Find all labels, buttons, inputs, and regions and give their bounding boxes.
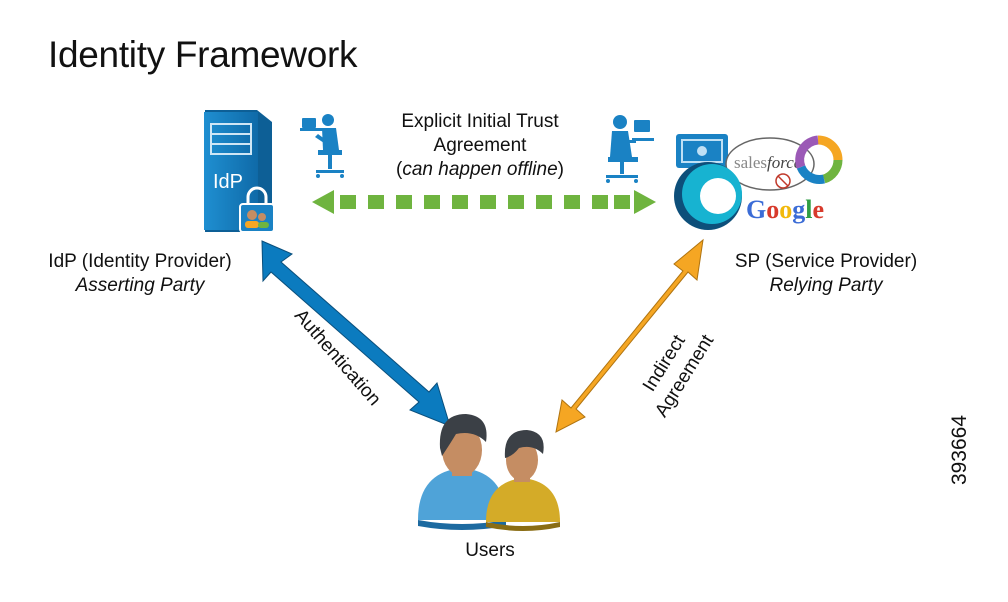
sp-role: Relying Party — [769, 275, 883, 296]
trust-offline-note: can happen offline — [402, 159, 558, 180]
svg-text:salesforce: salesforce — [734, 153, 802, 172]
google-logo: Google — [746, 195, 824, 224]
trust-arrow — [312, 190, 656, 214]
idp-server-text: IdP — [213, 171, 243, 193]
idp-server-icon: IdP — [204, 110, 275, 233]
trust-line-3: (can happen offline) — [396, 159, 564, 180]
idp-label: IdP (Identity Provider) Asserting Party — [20, 250, 260, 298]
svg-text:Google: Google — [746, 195, 824, 224]
idp-name: IdP (Identity Provider) — [48, 251, 232, 272]
trust-agreement-label: Explicit Initial Trust Agreement (can ha… — [360, 110, 600, 182]
users-icon — [418, 414, 560, 531]
trust-line-1: Explicit Initial Trust — [401, 111, 559, 132]
salesforce-logo: salesforce — [725, 137, 815, 191]
right-person-icon — [606, 115, 654, 183]
indirect-agreement-arrow — [555, 238, 704, 433]
users-label: Users — [465, 540, 515, 561]
left-person-icon — [300, 114, 344, 178]
trust-line-2: Agreement — [433, 135, 527, 156]
figure-number: 393664 — [948, 414, 971, 486]
sp-name: SP (Service Provider) — [734, 251, 918, 272]
sp-label: SP (Service Provider) Relying Party — [716, 250, 936, 298]
idp-role: Asserting Party — [75, 275, 205, 296]
ring-logo — [795, 135, 843, 184]
webex-logo — [674, 162, 742, 230]
page-title: Identity Framework — [48, 34, 358, 75]
sp-services-icon: salesforce Google — [674, 134, 843, 230]
